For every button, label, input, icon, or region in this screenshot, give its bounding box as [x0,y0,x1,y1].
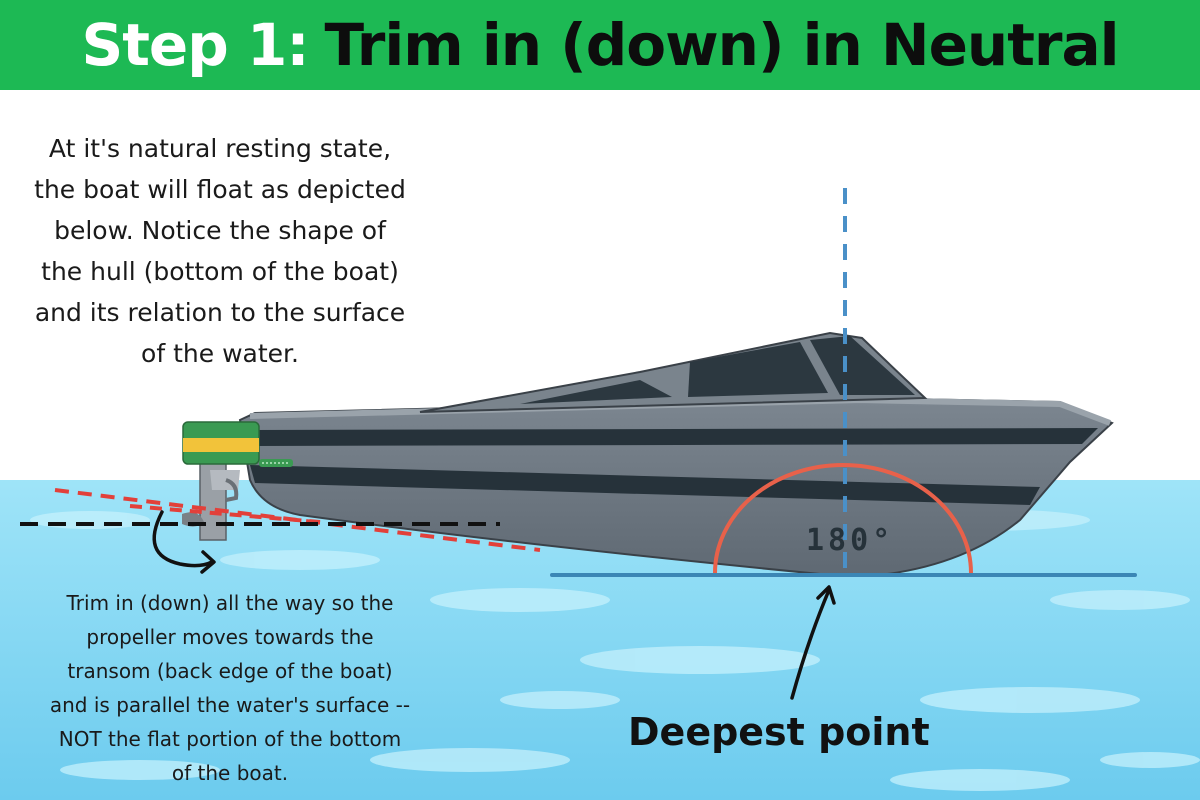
windshield-right [810,336,915,395]
windshield-mid [688,342,828,397]
title-banner: Step 1: Trim in (down) in Neutral [0,0,1200,90]
trim-arrow-head [200,550,216,574]
water-ripples [30,509,1200,791]
intro-line: below. Notice the shape of [54,216,386,245]
hull-stripe-upper [242,428,1098,446]
trim-rotation-arrow [152,510,214,568]
instruction-text: Trim in (down) all the way so the propel… [10,586,450,790]
angle-arc [713,463,973,574]
intro-line: and its relation to the surface [34,298,406,327]
deepest-arrow-head [816,585,836,605]
propeller-angle-line [129,504,321,524]
instruction-line: transom (back edge of the boat) [67,659,393,683]
instruction-line: propeller moves towards the [86,625,374,649]
hull-stripe-lower [250,465,1040,505]
outboard-engine [182,421,293,541]
windshield-left [520,380,672,404]
instruction-line: NOT the flat portion of the bottom [58,727,402,751]
intro-line: the boat will float as depicted [34,175,406,204]
instruction-line: of the boat. [171,761,289,785]
intro-line: of the water. [141,339,299,368]
step-label: Step 1: [81,11,309,79]
deepest-point-label: Deepest point [628,710,930,754]
deepest-point-arrow [790,588,831,700]
instruction-line: and is parallel the water's surface -- [49,693,411,717]
intro-line: the hull (bottom of the boat) [41,257,399,286]
instruction-line: Trim in (down) all the way so the [66,591,394,615]
intro-line: At it's natural resting state, [48,134,392,163]
hull-angle-line [54,488,541,552]
intro-text: At it's natural resting state, the boat … [0,128,440,374]
angle-label: 180° [806,523,894,558]
page-title: Trim in (down) in Neutral [324,11,1120,79]
